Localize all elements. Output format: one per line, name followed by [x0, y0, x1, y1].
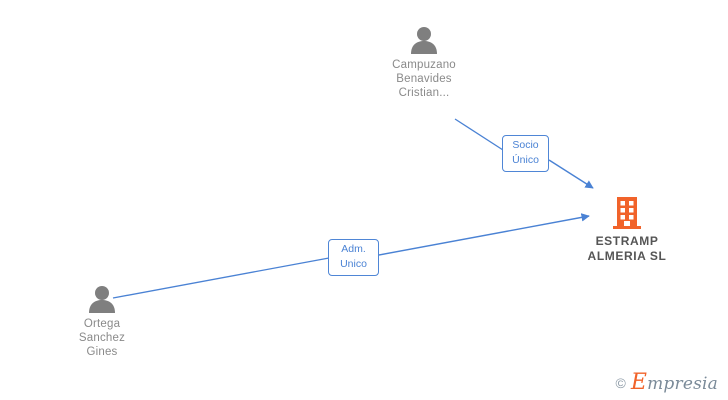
brand-rest: mpresia — [647, 374, 718, 394]
watermark-empresia: © Empresia — [616, 372, 718, 394]
node-person-campuzano[interactable]: Campuzano Benavides Cristian... — [364, 26, 484, 100]
copyright-symbol: © — [615, 375, 626, 391]
edge-label-adm-unico[interactable]: Adm. Unico — [328, 239, 379, 276]
person-icon — [364, 26, 484, 54]
node-label-ortega: Ortega Sanchez Gines — [78, 318, 126, 358]
edge-socio-unico-in — [454, 118, 504, 151]
node-label-campuzano: Campuzano Benavides Cristian... — [392, 59, 456, 99]
brand-wordmark: Empresia — [631, 372, 718, 394]
brand-initial: E — [630, 370, 648, 395]
edge-label-socio-unico[interactable]: Socio Único — [502, 135, 549, 172]
person-icon — [44, 285, 160, 313]
node-label-estramp: ESTRAMP ALMERIA SL — [587, 234, 667, 263]
node-company-estramp[interactable]: ESTRAMP ALMERIA SL — [557, 196, 697, 264]
building-icon — [557, 196, 697, 230]
node-person-ortega[interactable]: Ortega Sanchez Gines — [44, 285, 160, 359]
edge-socio-unico-out — [548, 159, 594, 189]
